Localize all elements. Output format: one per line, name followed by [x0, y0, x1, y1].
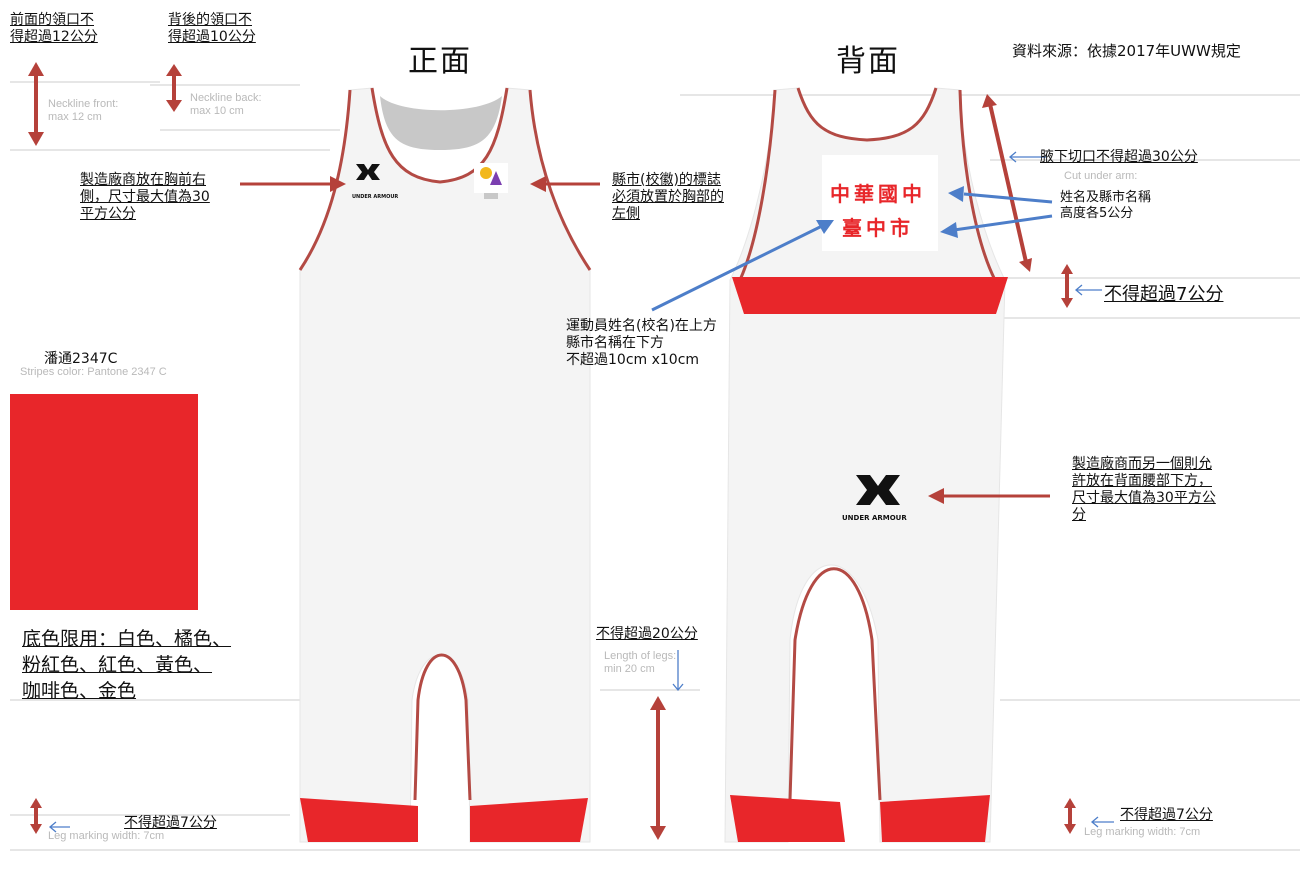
note-emblem: 縣市(校徽)的標誌必須放置於胸部的左側	[612, 172, 724, 222]
measure-arrows	[28, 62, 1076, 840]
back-trim-right-arm	[958, 89, 997, 281]
back-leg-band-left	[730, 795, 845, 842]
pantone-swatch	[10, 394, 198, 610]
pointer-arrows-blue	[651, 186, 1053, 312]
front-leg-stripe	[413, 653, 472, 801]
faint-stripes-color: Stripes color: Pantone 2347 C	[20, 366, 167, 378]
front-trim-left-arm	[298, 89, 352, 271]
front-collar	[380, 96, 502, 150]
brand-logo-front	[356, 164, 380, 180]
faint-length-legs: Length of legs:min 20 cm	[604, 650, 677, 675]
back-name-city: 臺中市	[842, 216, 914, 240]
back-leg-band-right	[880, 795, 990, 842]
note-leg-mark-right: 不得超過7公分	[1120, 807, 1213, 823]
front-trim-right-arm	[528, 89, 592, 271]
back-leg-stripe	[788, 567, 882, 801]
front-leg-band-left	[300, 798, 418, 842]
faint-neck-front: Neckline front:max 12 cm	[48, 98, 119, 123]
note-stripe-7: 不得超過7公分	[1104, 284, 1224, 305]
brand-text-front: UNDER ARMOUR	[352, 194, 399, 200]
brand-text-back: UNDER ARMOUR	[842, 514, 907, 522]
pointer-arrows-red	[240, 176, 1050, 504]
faint-leg-marking-right: Leg marking width: 7cm	[1084, 826, 1201, 838]
note-athlete-name: 運動員姓名(校名)在上方縣市名稱在下方不超過10cm x10cm	[566, 318, 717, 368]
note-leg-mark-left: 不得超過7公分	[124, 815, 217, 831]
front-body	[299, 87, 591, 843]
brand-logo-back	[856, 475, 900, 505]
source-note: 資料來源：依據2017年UWW規定	[1012, 42, 1241, 60]
faint-neck-back: Neckline back:max 10 cm	[190, 92, 262, 117]
note-base-colors: 底色限用：白色、橘色、粉紅色、紅色、黃色、咖啡色、金色	[22, 628, 232, 702]
note-front-neck: 前面的領口不得超過12公分	[10, 12, 98, 45]
faint-leg-marking-left: Leg marking width: 7cm	[48, 830, 165, 842]
back-trim-neck	[796, 87, 938, 142]
title-front: 正面	[408, 44, 472, 79]
front-trim-neck	[370, 87, 509, 184]
front-singlet	[298, 87, 592, 843]
note-back-neck: 背後的領口不得超過10公分	[168, 12, 256, 45]
title-back: 背面	[836, 44, 900, 79]
note-leg-length: 不得超過20公分	[596, 626, 698, 642]
back-waist-band	[732, 277, 1008, 314]
note-maker-back: 製造廠商而另一個則允許放在背面腰部下方，尺寸最大值為30平方公分	[1072, 456, 1216, 523]
note-underarm: 腋下切口不得超過30公分	[1040, 149, 1198, 165]
thin-arrows	[48, 151, 1114, 833]
back-name-school: 中華國中	[830, 182, 926, 206]
faint-cut-underarm: Cut under arm:	[1064, 170, 1138, 182]
back-name-panel	[822, 155, 938, 251]
front-leg-band-right	[470, 798, 588, 842]
pantone-label: 潘通2347C	[44, 351, 118, 367]
back-singlet	[724, 87, 1008, 843]
note-name-height: 姓名及縣市名稱高度各5公分	[1060, 190, 1152, 221]
emblem-logo	[474, 163, 508, 199]
